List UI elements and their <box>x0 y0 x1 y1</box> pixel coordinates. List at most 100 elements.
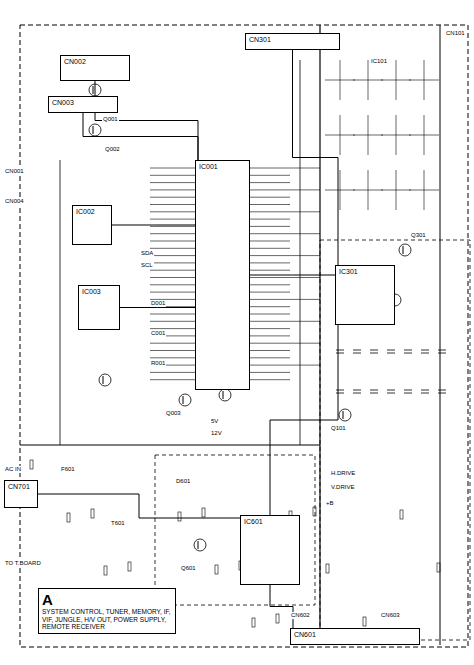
pin-wire <box>150 277 195 278</box>
transistor-symbol <box>93 86 94 94</box>
part-label: CN101 <box>445 30 466 37</box>
capacitor-symbol <box>438 390 446 391</box>
pin-wire <box>250 211 320 212</box>
signal-wire <box>396 60 397 100</box>
pin-wire <box>250 299 320 300</box>
resistor-symbol <box>363 617 366 626</box>
pin-wire <box>150 321 195 322</box>
signal-wire <box>340 115 341 155</box>
pin-wire <box>250 219 290 220</box>
pin-wire <box>150 175 195 176</box>
transistor-symbol <box>223 391 224 399</box>
part-label: Q301 <box>410 232 427 239</box>
pin-wire <box>250 379 290 380</box>
wire-connector <box>120 307 195 308</box>
wire-connector <box>95 81 198 160</box>
pin-wire <box>150 262 195 263</box>
signal-wire <box>424 60 425 100</box>
transistor-symbol <box>89 124 101 136</box>
connector-block: CN002 <box>60 55 130 81</box>
transistor-symbol <box>403 246 404 254</box>
ground-wire <box>20 445 320 446</box>
transistor-symbol <box>93 126 94 134</box>
part-label: IC002 <box>76 208 108 216</box>
caption-box: ASYSTEM CONTROL, TUNER, MEMORY, IF, VIF,… <box>38 588 176 634</box>
wire-connector <box>270 325 338 515</box>
resistor-symbol <box>202 508 205 517</box>
part-label: 5V <box>210 418 219 425</box>
part-label: IC301 <box>339 268 391 276</box>
capacitor-symbol <box>353 393 361 394</box>
pin-wire <box>250 197 290 198</box>
resistor-symbol <box>178 512 181 521</box>
transistor-symbol <box>183 396 184 404</box>
pin-wire <box>250 343 320 344</box>
capacitor-symbol <box>387 350 395 351</box>
part-label: CN603 <box>380 612 401 619</box>
capacitor-symbol <box>370 393 378 394</box>
transistor-symbol <box>339 409 351 421</box>
pin-wire <box>250 182 290 183</box>
capacitor-symbol <box>404 393 412 394</box>
part-label: CN301 <box>249 36 336 44</box>
transistor-symbol <box>399 244 411 256</box>
resistor-symbol <box>104 566 107 575</box>
bus-wire <box>440 25 441 645</box>
capacitor-symbol <box>336 350 344 351</box>
capacitor-symbol <box>387 353 395 354</box>
pin-wire <box>250 248 290 249</box>
part-label: T601 <box>110 520 126 527</box>
part-label: CN002 <box>64 58 126 66</box>
pin-wire <box>250 284 290 285</box>
transistor-symbol <box>194 539 206 551</box>
pin-wire <box>250 168 320 169</box>
pin-wire <box>150 255 195 256</box>
signal-wire <box>340 60 341 100</box>
capacitor-symbol <box>387 390 395 391</box>
pin-wire <box>150 343 195 344</box>
signal-wire <box>368 115 369 155</box>
pin-wire <box>250 314 290 315</box>
part-label: SCL <box>140 262 154 269</box>
part-label: D601 <box>175 478 191 485</box>
power-block-outline <box>155 455 315 605</box>
part-label: +B <box>325 500 335 507</box>
resistor-symbol <box>326 564 329 573</box>
capacitor-symbol <box>421 353 429 354</box>
resistor-symbol <box>128 562 131 571</box>
signal-wire <box>300 60 301 445</box>
capacitor-symbol <box>438 350 446 351</box>
pin-wire <box>150 270 195 271</box>
connector-block: CN301 <box>245 33 340 50</box>
ic-chip: IC002 <box>72 205 112 245</box>
resistor-symbol <box>67 513 70 522</box>
pin-wire <box>250 372 290 373</box>
capacitor-symbol <box>336 353 344 354</box>
pin-wire <box>150 248 195 249</box>
part-label: IC101 <box>370 58 388 65</box>
capacitor-symbol <box>370 390 378 391</box>
pin-wire <box>250 335 290 336</box>
pin-wire <box>250 328 290 329</box>
part-label: CN701 <box>8 483 34 491</box>
pin-wire <box>250 189 320 190</box>
pin-wire <box>250 204 290 205</box>
pin-wire <box>250 262 290 263</box>
part-label: C001 <box>150 330 166 337</box>
pin-wire <box>150 168 195 169</box>
pin-wire <box>250 321 320 322</box>
capacitor-symbol <box>387 393 395 394</box>
transistor-symbol <box>219 389 231 401</box>
part-label: CN003 <box>52 99 114 107</box>
transistor-symbol <box>343 411 344 419</box>
part-label: CN601 <box>294 631 416 639</box>
part-label: IC001 <box>199 163 246 171</box>
board-outline <box>20 25 468 647</box>
ic-chip: IC001 <box>195 160 250 390</box>
pin-wire <box>250 255 320 256</box>
resistor-symbol <box>437 563 440 572</box>
pin-wire <box>250 365 320 366</box>
part-label: AC IN <box>4 466 22 473</box>
capacitor-symbol <box>404 390 412 391</box>
pin-wire <box>250 233 320 234</box>
